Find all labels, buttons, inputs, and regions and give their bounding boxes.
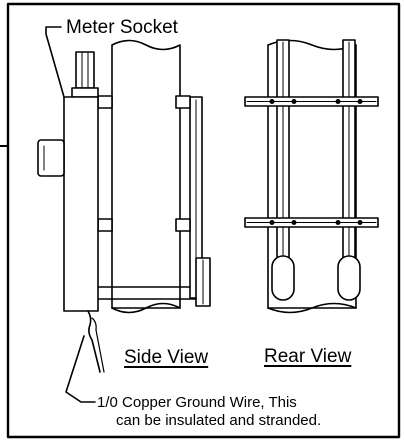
ground-wire — [87, 310, 105, 373]
mounting-bracket — [175, 95, 211, 307]
side-view-label: Side View — [124, 347, 209, 368]
meter-socket-label: Meter Socket — [66, 17, 178, 38]
rear-rail-feet — [271, 255, 361, 301]
conduit-mast — [71, 51, 99, 98]
rear-view-label: Rear View — [264, 346, 352, 367]
meter-socket-box — [37, 96, 99, 312]
ground-wire-label-line1: 1/0 Copper Ground Wire, This — [97, 394, 297, 411]
rear-view-drawing — [244, 39, 379, 314]
side-pole — [111, 39, 181, 314]
ground-wire-label-line2: can be insulated and stranded. — [116, 412, 322, 429]
leader-lines — [45, 26, 96, 403]
rear-horizontal-brackets — [244, 96, 379, 228]
standoff-rails — [97, 95, 197, 300]
side-view-drawing — [37, 39, 211, 373]
